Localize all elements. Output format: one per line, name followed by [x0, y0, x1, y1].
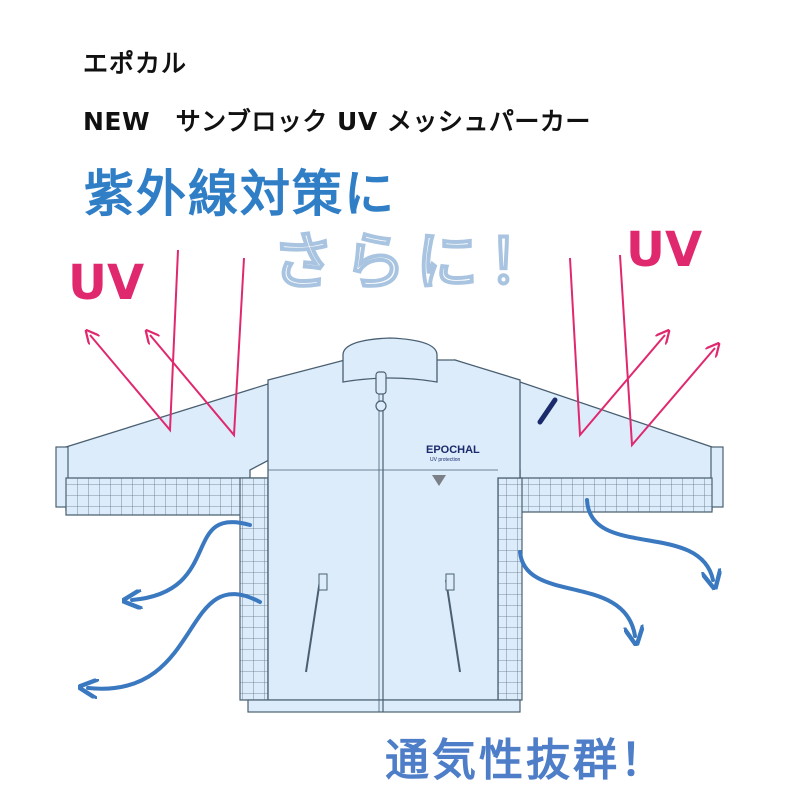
airflow-curved-arrow — [88, 592, 262, 689]
airflow-curved-arrow — [585, 498, 713, 580]
sarani-text: さらに！ — [272, 225, 560, 298]
uv-rays — [90, 249, 715, 448]
airflow-arrows — [88, 498, 713, 689]
uv-ray-reflect-arrow — [569, 257, 665, 438]
airflow-curved-arrow — [132, 520, 252, 600]
triangle-mark — [432, 475, 446, 486]
uv-ray-reflect-arrow — [90, 249, 179, 433]
zipper-pull — [375, 371, 387, 395]
uv-ray-reflect-arrow — [619, 254, 715, 448]
airflow-curved-arrow — [518, 550, 635, 636]
jacket-body: EPOCHAL UV protection — [239, 337, 523, 713]
jacket-logo-tagline: UV protection — [430, 457, 461, 463]
jacket-logo-name: EPOCHAL — [426, 444, 480, 456]
uv-ray-reflect-arrow — [150, 257, 245, 438]
sleeve-badge — [537, 397, 558, 425]
